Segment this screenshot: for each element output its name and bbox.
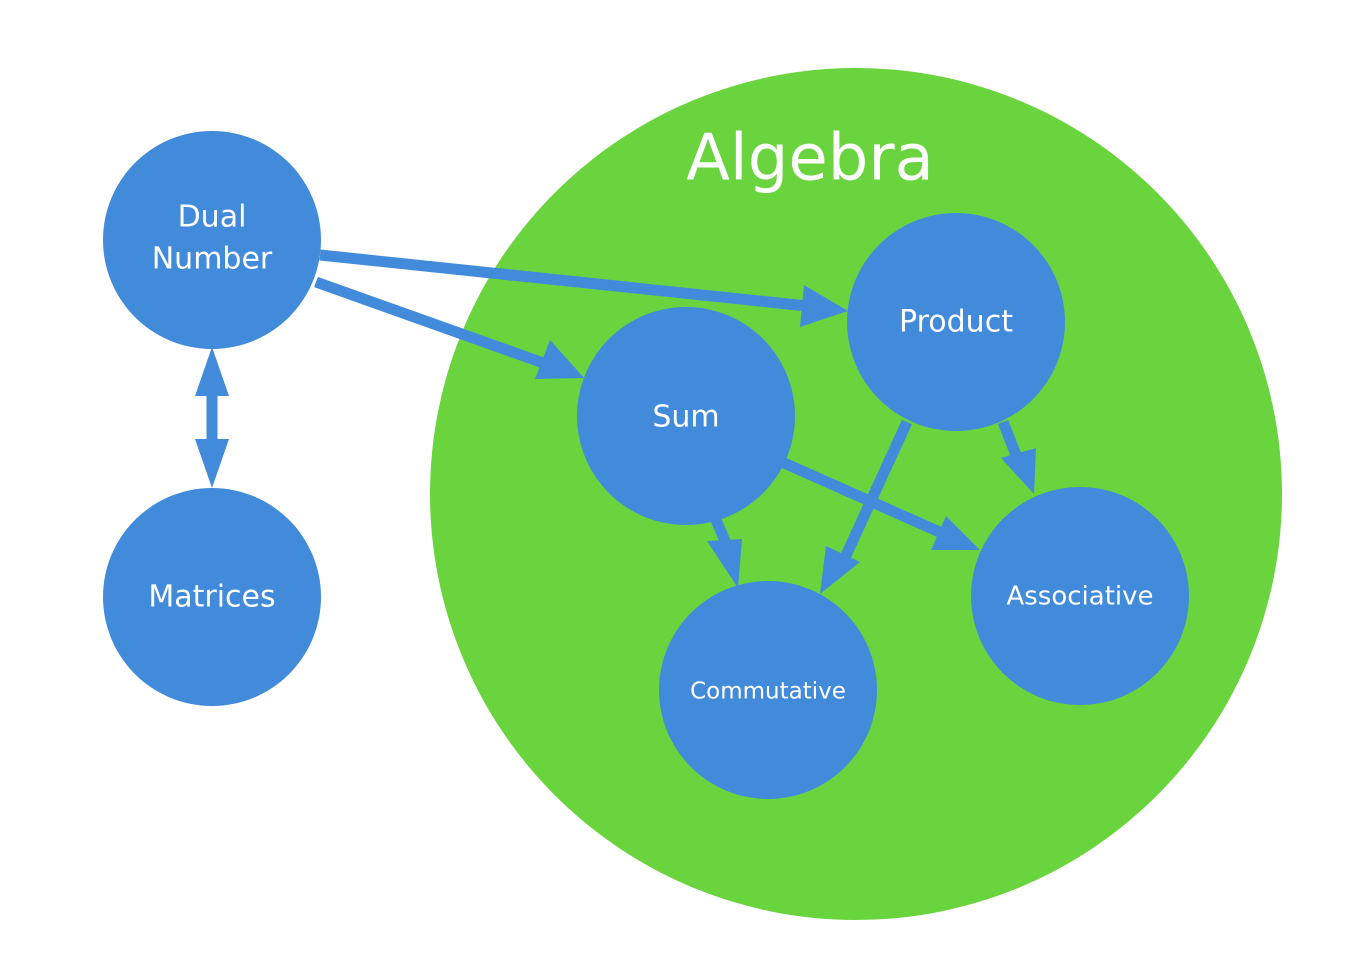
node-product-circle bbox=[847, 213, 1065, 431]
edges bbox=[195, 249, 1036, 594]
node-associative-label: Associative bbox=[1006, 582, 1153, 612]
arrowhead-dual-from-matrices bbox=[195, 347, 229, 396]
node-commutative: Commutative bbox=[659, 581, 877, 799]
node-associative: Associative bbox=[971, 487, 1189, 705]
node-matrices-circle bbox=[103, 488, 321, 706]
node-dual-number: Dual Number bbox=[103, 131, 321, 349]
edge-product-to-commutative bbox=[837, 419, 913, 565]
node-dual-number-label-line2: Number bbox=[152, 242, 273, 277]
node-product: Product bbox=[847, 213, 1065, 431]
node-commutative-label: Commutative bbox=[690, 679, 846, 705]
arrowhead-matrices-from-dual bbox=[195, 439, 229, 488]
arrowhead-commutative-from-product bbox=[820, 546, 860, 594]
edge-product-to-associative bbox=[997, 419, 1022, 458]
node-matrices-label: Matrices bbox=[148, 580, 275, 615]
node-dual-number-label-line1: Dual bbox=[178, 200, 247, 235]
node-sum: Sum bbox=[577, 307, 795, 525]
algebra-title: Algebra bbox=[686, 122, 934, 196]
node-commutative-circle bbox=[659, 581, 877, 799]
node-associative-circle bbox=[971, 487, 1189, 705]
node-dual-number-circle bbox=[103, 131, 321, 349]
node-matrices: Matrices bbox=[103, 488, 321, 706]
arrowhead-product-from-dual bbox=[800, 285, 848, 327]
arrowhead-sum-from-dual bbox=[535, 340, 584, 379]
edge-dual-number-to-product bbox=[319, 249, 808, 312]
arrowhead-associative-from-sum bbox=[931, 516, 980, 550]
edge-sum-to-associative bbox=[781, 457, 947, 540]
node-sum-label: Sum bbox=[652, 400, 719, 435]
edge-dual-number-to-sum bbox=[314, 276, 548, 370]
arrowhead-commutative-from-sum bbox=[707, 539, 742, 588]
node-product-label: Product bbox=[899, 305, 1013, 340]
node-sum-circle bbox=[577, 307, 795, 525]
arrowhead-associative-from-product bbox=[1001, 448, 1036, 494]
